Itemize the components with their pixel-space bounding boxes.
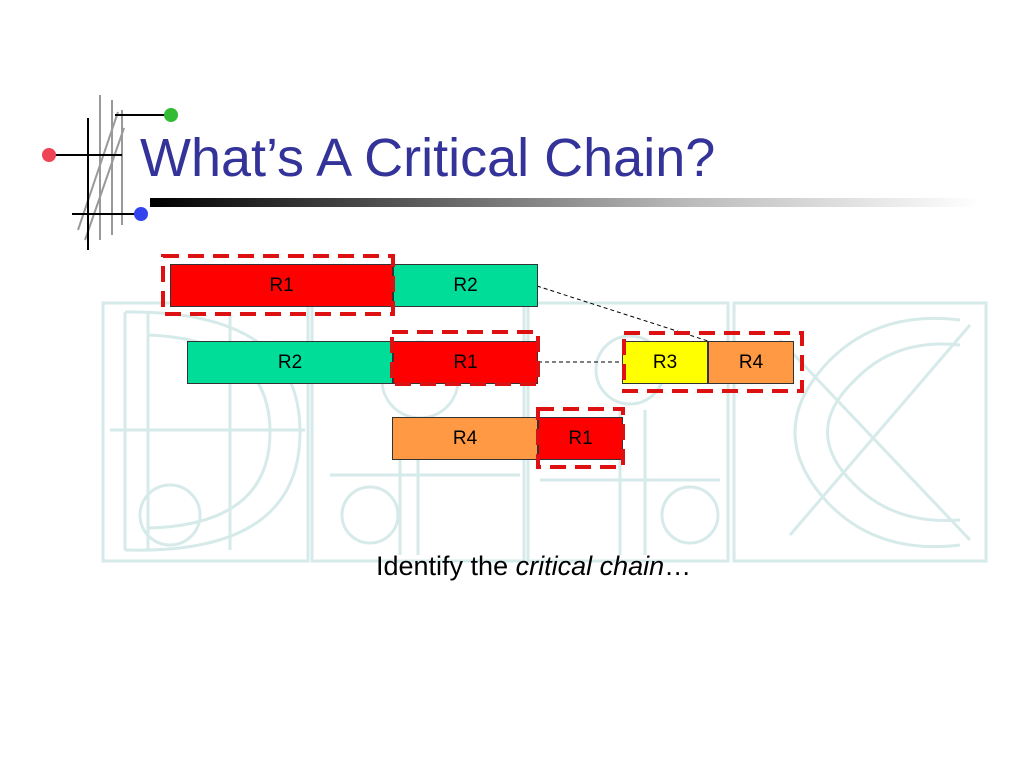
caption-emphasis: critical chain bbox=[515, 551, 665, 581]
corner-grid-ornament bbox=[42, 95, 178, 250]
slide-title: What’s A Critical Chain? bbox=[140, 128, 716, 188]
task-label: R4 bbox=[738, 351, 764, 373]
critical-outline-2 bbox=[390, 330, 540, 386]
task-label: R1 bbox=[269, 274, 294, 296]
task-bar-r4-row2: R4 bbox=[708, 341, 794, 384]
blue-ball-icon bbox=[134, 207, 148, 221]
task-bar-r1-row2: R1 bbox=[393, 341, 538, 384]
green-ball-icon bbox=[164, 108, 178, 122]
title-underline bbox=[150, 198, 980, 207]
critical-outline-3 bbox=[536, 407, 625, 469]
task-label: R2 bbox=[277, 351, 303, 373]
critical-outline-1 bbox=[161, 254, 395, 316]
task-label: R2 bbox=[453, 274, 478, 296]
caption: Identify the critical chain… bbox=[376, 551, 691, 582]
task-label: R3 bbox=[652, 351, 678, 373]
task-bar-r2-row1: R2 bbox=[393, 264, 538, 307]
task-bar-r4-row3: R4 bbox=[392, 417, 538, 460]
task-bar-r2-row2: R2 bbox=[187, 341, 393, 384]
task-label: R1 bbox=[453, 351, 478, 373]
red-ball-icon bbox=[42, 148, 56, 162]
task-bar-r3-row2: R3 bbox=[622, 341, 708, 384]
caption-prefix: Identify the bbox=[376, 551, 516, 581]
caption-suffix: … bbox=[664, 551, 692, 581]
task-label: R1 bbox=[568, 427, 593, 449]
task-bar-r1-row3: R1 bbox=[538, 417, 623, 460]
task-label: R4 bbox=[452, 427, 478, 449]
critical-outline-4 bbox=[622, 331, 804, 393]
